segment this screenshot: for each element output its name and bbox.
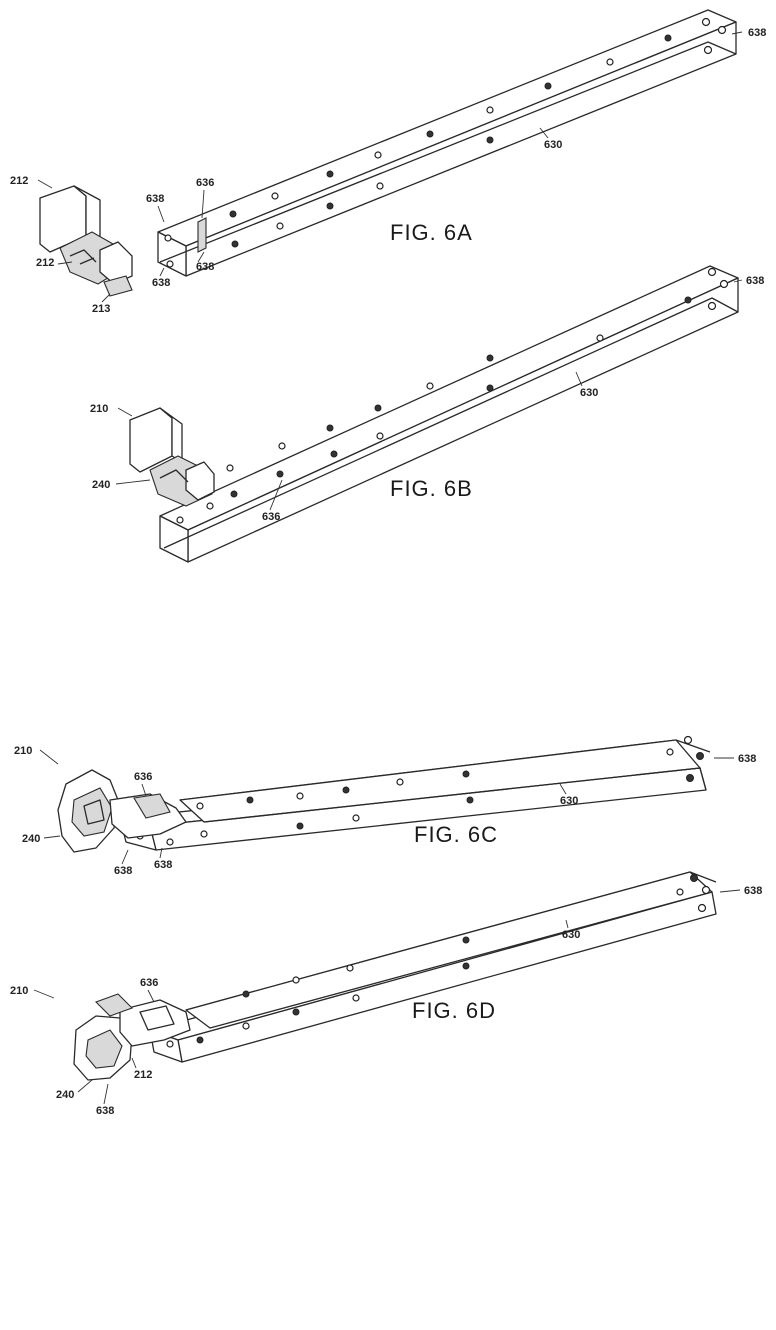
fig6a-label-part-a: 212 <box>36 257 54 269</box>
fig6a-caption: FIG. 6A <box>390 220 473 245</box>
fig6c-caption: FIG. 6C <box>414 822 498 847</box>
fig6b-caption: FIG. 6B <box>390 476 473 501</box>
fig6a-label-insert: 636 <box>196 177 214 189</box>
fig6d-label-rail: 630 <box>562 929 580 941</box>
fig6a-label-left-top: 638 <box>146 193 164 205</box>
fig6c-label-assembly: 210 <box>14 745 32 757</box>
fig6d-label-part: 212 <box>134 1069 152 1081</box>
fig6c-label-insert: 636 <box>134 771 152 783</box>
fig6c-label-connector: 240 <box>22 833 40 845</box>
fig6c-label-rail-end: 638 <box>738 753 756 765</box>
fig6b-label-connector: 240 <box>92 479 110 491</box>
fig6c-rail <box>119 735 711 851</box>
fig6c-end-piece <box>57 769 187 853</box>
fig6c-label-left-b: 638 <box>154 859 172 871</box>
fig6a-label-part-b: 213 <box>92 303 110 315</box>
fig6a-rail <box>157 9 737 277</box>
fig6d-rail <box>149 871 717 1063</box>
fig6a-label-rail-end: 638 <box>748 27 766 39</box>
fig6a-label-rail: 630 <box>544 139 562 151</box>
fig6d-label-connector: 240 <box>56 1089 74 1101</box>
fig6d-label-lower: 638 <box>96 1105 114 1117</box>
fig6a-end-piece <box>39 185 133 297</box>
fig6d-end-piece <box>73 993 191 1081</box>
figure-6b: 210 638 630 240 636 FIG. 6B <box>90 265 764 563</box>
fig6b-rail <box>159 265 739 563</box>
fig6b-end-piece <box>129 407 215 507</box>
fig6d-label-rail-end: 638 <box>744 885 762 897</box>
fig6c-label-left-a: 638 <box>114 865 132 877</box>
fig6b-label-rail: 630 <box>580 387 598 399</box>
fig6a-label-left-mid: 638 <box>196 261 214 273</box>
fig6a-label-assembly: 212 <box>10 175 28 187</box>
figure-6c: 210 638 630 636 240 638 638 FIG. 6C <box>14 735 756 877</box>
fig6b-label-assembly: 210 <box>90 403 108 415</box>
fig6b-label-lower: 636 <box>262 511 280 523</box>
figure-6d: 210 638 630 636 240 212 638 FIG. 6D <box>10 871 762 1117</box>
fig6d-caption: FIG. 6D <box>412 998 496 1023</box>
fig6b-label-rail-end: 638 <box>746 275 764 287</box>
figure-6a: 212 638 630 636 638 638 638 212 213 FIG.… <box>10 9 766 315</box>
fig6c-label-rail: 630 <box>560 795 578 807</box>
fig6a-label-left-bottom: 638 <box>152 277 170 289</box>
fig6d-label-assembly: 210 <box>10 985 28 997</box>
fig6d-label-insert: 636 <box>140 977 158 989</box>
